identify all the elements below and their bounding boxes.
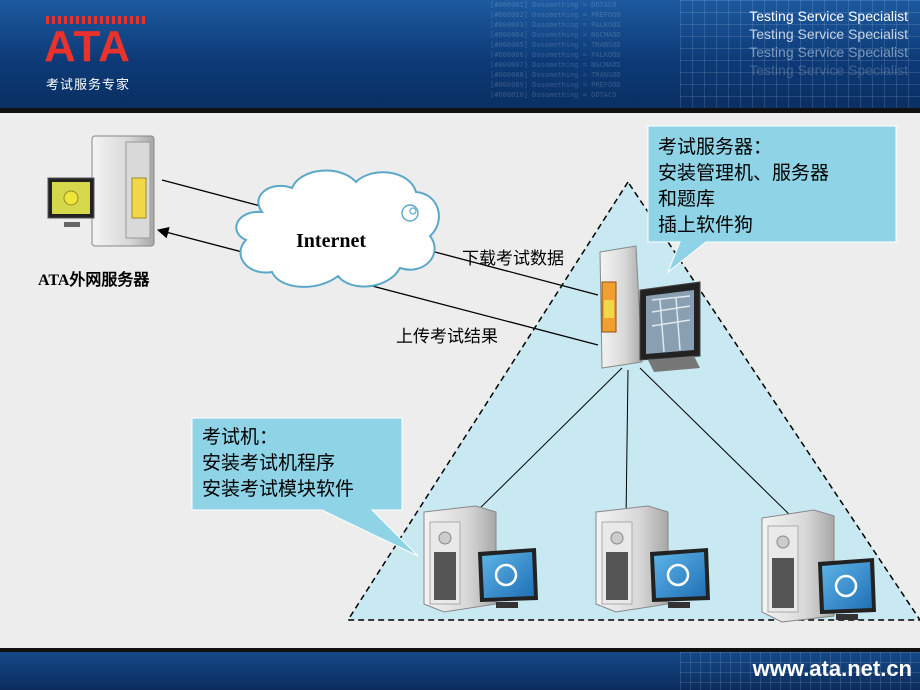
client-callout-line-2: 安装考试机程序 [202, 452, 336, 474]
footer-divider [0, 648, 920, 652]
header-divider [0, 108, 920, 113]
server-callout-line-1: 考试服务器： [658, 136, 773, 158]
internet-label: Internet [296, 230, 366, 252]
footer-banner: www.ata.net.cn [0, 652, 920, 690]
logo-dots [46, 16, 146, 24]
code-background-decoration: [#000001] Dosomething = DOTACO [#000002]… [490, 1, 621, 99]
upload-label: 上传考试结果 [396, 327, 498, 347]
server-callout-line-4: 插上软件狗 [658, 214, 754, 236]
ata-logo: ATA [44, 22, 131, 71]
server-callout-text: 考试服务器： 安装管理机、服务器 和题库 插上软件狗 [658, 134, 829, 238]
tagline-3: Testing Service Specialist [749, 44, 908, 60]
logo-subtitle: 考试服务专家 [46, 78, 131, 93]
footer-url: www.ata.net.cn [752, 656, 912, 681]
exam-server-icon [599, 245, 701, 372]
link-to-client-3 [639, 367, 796, 521]
client-callout-box [191, 417, 419, 557]
cloud-swirl-icon [401, 204, 419, 222]
server-callout-line-2: 安装管理机、服务器 [658, 162, 830, 184]
footer-grid-decoration [680, 652, 920, 690]
header-banner: [#000001] Dosomething = DOTACO [#000002]… [0, 0, 920, 108]
client-callout-text: 考试机： 安装考试机程序 安装考试模块软件 [202, 424, 354, 502]
server-callout-box [647, 125, 897, 274]
grid-decoration [680, 0, 920, 108]
external-server-icon [47, 135, 155, 247]
client-computer-icon-3 [761, 509, 876, 623]
link-to-client-2 [625, 369, 629, 521]
external-server-label: ATA外网服务器 [38, 272, 150, 289]
client-callout-line-3: 安装考试模块软件 [202, 478, 355, 500]
download-label: 下载考试数据 [462, 249, 564, 269]
upload-arrow [156, 227, 599, 346]
internet-cloud [235, 169, 440, 288]
tagline-1: Testing Service Specialist [749, 8, 908, 24]
client-computer-icon-1 [423, 505, 538, 613]
client-computer-icon-2 [595, 505, 710, 613]
link-to-client-1 [467, 367, 623, 521]
client-callout-line-1: 考试机： [202, 426, 279, 448]
tagline-4: Testing Service Specialist [749, 62, 908, 78]
tagline-2: Testing Service Specialist [749, 26, 908, 42]
server-callout-line-3: 和题库 [658, 188, 716, 210]
